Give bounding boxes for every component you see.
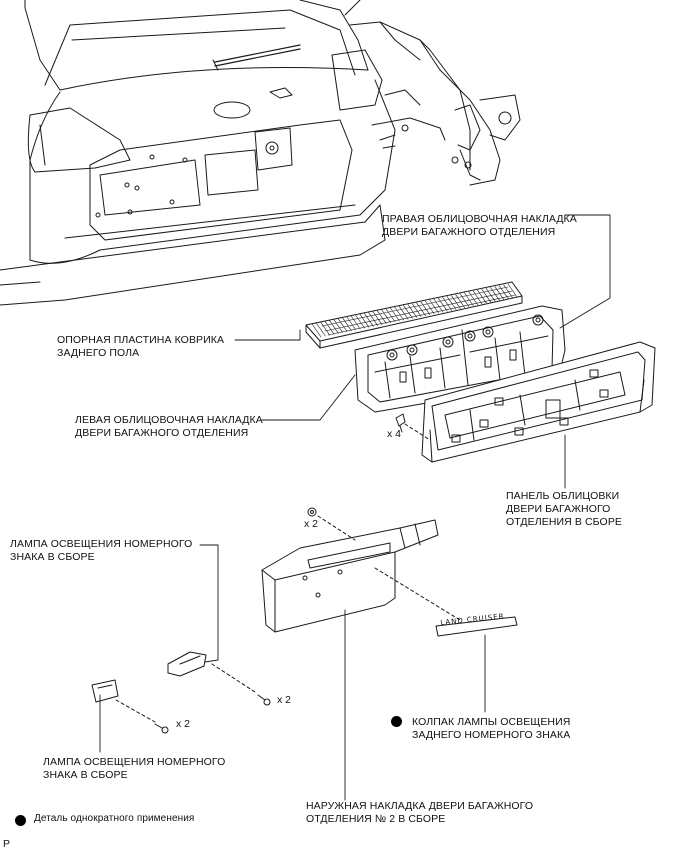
plate-rib (472, 290, 483, 305)
clip-part (395, 413, 431, 441)
qty-lamp-lower-screws: x 2 (176, 718, 191, 730)
label-floor-plate: ОПОРНАЯ ПЛАСТИНА КОВРИКА ЗАДНЕГО ПОЛА (57, 334, 225, 359)
plate-rib (390, 307, 400, 322)
plate-rib (442, 297, 452, 311)
plate-rib (494, 286, 505, 300)
plate-rib (477, 289, 487, 304)
plate-rib (311, 323, 322, 338)
plate-rib (333, 319, 344, 333)
plate-rib (407, 304, 418, 318)
floor-mat-support-plate (305, 281, 523, 349)
plate-rib (403, 305, 413, 319)
plate-rib (411, 303, 422, 317)
plate-rib (429, 299, 439, 314)
tailgate-trim-board (421, 341, 656, 463)
page-letter: P (3, 838, 11, 850)
plate-rib (438, 297, 448, 312)
legend-text: Деталь однократного применения (34, 813, 195, 824)
qty-garnish-screws: x 2 (304, 518, 319, 530)
plate-rib (433, 298, 444, 313)
label-right-trim: ПРАВАЯ ОБЛИЦОВОЧНАЯ НАКЛАДКА ДВЕРИ БАГАЖ… (382, 213, 577, 238)
plate-rib (485, 288, 496, 302)
plate-rib (377, 310, 387, 324)
outer-garnish-no2 (261, 519, 439, 633)
plate-rib (446, 296, 457, 310)
plate-rib (455, 294, 466, 308)
plate-rib (424, 300, 435, 315)
legend-marker-icon (15, 815, 26, 826)
plate-rib (368, 312, 378, 326)
plate-rib (507, 283, 518, 298)
plate-rib (355, 314, 365, 329)
plate-rib (459, 293, 470, 308)
land-cruiser-emblem (435, 616, 518, 637)
plate-rib (385, 308, 396, 323)
label-lamp-cover: КОЛПАК ЛАМПЫ ОСВЕЩЕНИЯ ЗАДНЕГО НОМЕРНОГО… (412, 716, 571, 741)
label-lamp-upper: ЛАМПА ОСВЕЩЕНИЯ НОМЕРНОГО ЗНАКА В СБОРЕ (10, 538, 193, 563)
leader-lines (99, 214, 611, 801)
plate-rib (324, 321, 335, 335)
plate-rib (381, 309, 391, 324)
plate-rib (329, 320, 339, 334)
label-door-panel: ПАНЕЛЬ ОБЛИЦОВКИ ДВЕРИ БАГАЖНОГО ОТДЕЛЕН… (506, 490, 623, 528)
label-lamp-lower: ЛАМПА ОСВЕЩЕНИЯ НОМЕРНОГО ЗНАКА В СБОРЕ (43, 756, 226, 781)
plate-rib (498, 285, 509, 300)
plate-rib (394, 306, 405, 321)
plate-rib (490, 287, 500, 301)
vehicle-rear-body (0, 0, 521, 306)
plate-rib (481, 289, 492, 303)
plate-rib (337, 318, 348, 332)
qty-clips: x 4 (387, 428, 402, 440)
plate-rib (359, 313, 370, 328)
plate-rib (316, 322, 326, 337)
plate-rib (451, 295, 461, 309)
plate-rib (342, 317, 352, 332)
emblem-guide-line (374, 567, 461, 621)
plate-rib (372, 311, 383, 325)
plate-rib (468, 291, 479, 306)
plate-rib (346, 316, 357, 331)
plate-rib (503, 284, 513, 299)
plate-rib (363, 313, 374, 327)
plate-rib (416, 302, 426, 316)
label-outer-garnish: НАРУЖНАЯ НАКЛАДКА ДВЕРИ БАГАЖНОГО ОТДЕЛЕ… (306, 800, 534, 825)
qty-lamp-upper-screws: x 2 (277, 694, 292, 706)
plate-rib (464, 292, 474, 307)
single-use-marker-icon (391, 716, 402, 727)
plate-rib (398, 305, 409, 320)
plate-rib (420, 301, 431, 316)
plate-rib (320, 321, 331, 336)
license-lamp-lower (91, 679, 169, 734)
garnish-screw (307, 507, 356, 541)
license-lamp-upper (167, 651, 271, 706)
plate-rib (350, 315, 361, 330)
label-left-trim: ЛЕВАЯ ОБЛИЦОВОЧНАЯ НАКЛАДКА ДВЕРИ БАГАЖН… (75, 414, 263, 439)
